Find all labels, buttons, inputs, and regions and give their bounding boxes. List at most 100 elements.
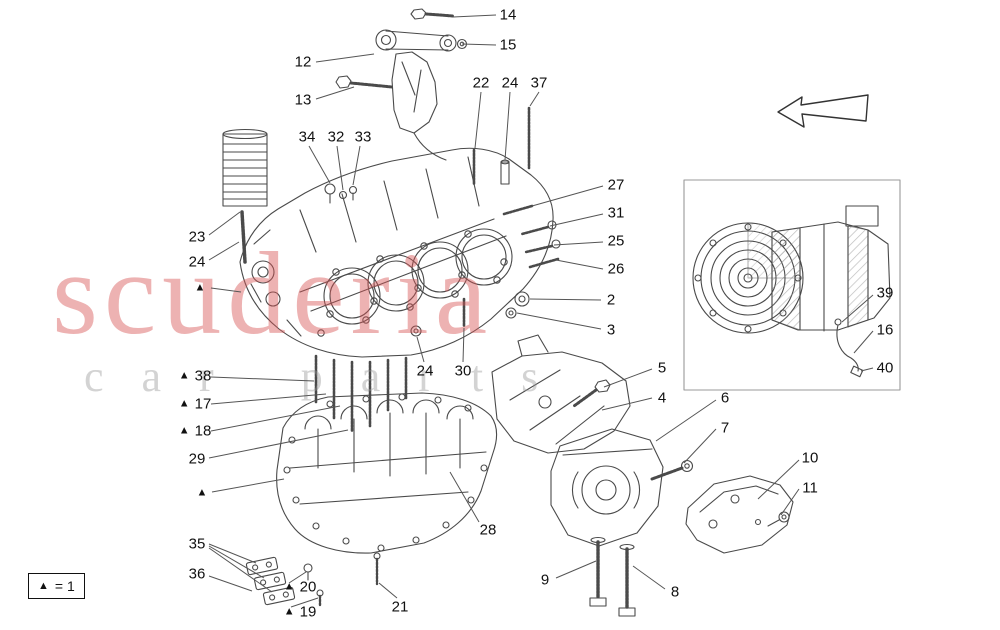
leader-line xyxy=(529,298,602,301)
callout-39: 39 xyxy=(877,286,894,301)
leader-line xyxy=(208,241,240,261)
callout-number: 39 xyxy=(876,284,894,302)
leader-line xyxy=(211,478,285,493)
leader-line xyxy=(208,211,241,236)
callout-number: 24 xyxy=(501,74,519,92)
callout-number: 29 xyxy=(188,450,206,468)
callout-13: 13 xyxy=(295,93,312,108)
callout-16: 16 xyxy=(877,323,894,338)
leader-line xyxy=(308,145,331,184)
triangle-marker-icon: ▲ xyxy=(283,605,295,618)
callout-number: 25 xyxy=(607,232,625,250)
callout-7: 7 xyxy=(721,421,729,436)
legend-triangle-icon: ▲ xyxy=(38,580,49,592)
leader-line xyxy=(632,565,666,590)
callout-number: 24 xyxy=(188,253,206,271)
callout-24: 24 xyxy=(417,364,434,379)
callout-20: ▲20 xyxy=(284,580,317,595)
bolt-head-icon xyxy=(335,75,352,89)
gearbox-inset-box xyxy=(683,179,901,391)
callout-triangle: ▲ xyxy=(197,487,208,499)
leader-line xyxy=(555,560,597,579)
leader-line xyxy=(336,145,344,191)
top-fasteners xyxy=(324,106,531,204)
callout-9: 9 xyxy=(541,573,549,588)
callout-23: 23 xyxy=(189,230,206,245)
callout-number: 7 xyxy=(720,419,730,437)
leader-line xyxy=(290,597,319,608)
callout-11: 11 xyxy=(802,481,818,496)
callout-34: 34 xyxy=(299,130,316,145)
callout-number: 40 xyxy=(876,359,894,377)
leader-line xyxy=(208,547,273,593)
callout-number: 9 xyxy=(540,571,550,589)
triangle-marker-icon: ▲ xyxy=(283,580,295,593)
callout-number: 10 xyxy=(801,449,819,467)
callout-8: 8 xyxy=(671,585,679,600)
small-brackets xyxy=(245,552,381,608)
piston-rings-kit xyxy=(222,128,268,264)
bolt-head-icon xyxy=(410,8,427,20)
mount-bracket-upper xyxy=(491,334,631,454)
triangle-marker-icon: ▲ xyxy=(178,369,190,382)
leader-line xyxy=(461,43,497,46)
callout-number: 28 xyxy=(479,521,497,539)
callout-number: 36 xyxy=(188,565,206,583)
callout-number: 6 xyxy=(720,389,730,407)
leader-line xyxy=(860,367,874,372)
callout-number: 3 xyxy=(606,321,616,339)
callout-27: 27 xyxy=(608,178,625,193)
callout-number: 37 xyxy=(530,74,548,92)
side-fasteners xyxy=(410,204,561,337)
callout-5: 5 xyxy=(658,361,666,376)
leader-line xyxy=(531,185,604,207)
callout-28: 28 xyxy=(480,523,497,538)
gearbox-drawing xyxy=(692,205,891,378)
legend-box: ▲ = 1 xyxy=(28,573,85,599)
legend-text: = 1 xyxy=(54,578,75,594)
callout-number: 2 xyxy=(606,291,616,309)
callout-number: 17 xyxy=(194,395,212,413)
leader-line xyxy=(210,376,315,382)
callout-number: 16 xyxy=(876,321,894,339)
callout-number: 18 xyxy=(194,422,212,440)
leader-line xyxy=(449,471,480,523)
callout-3: 3 xyxy=(607,323,615,338)
callout-35: 35 xyxy=(189,537,206,552)
callout-24: 24 xyxy=(189,255,206,270)
callout-31: 31 xyxy=(608,206,625,221)
callout-number: 35 xyxy=(188,535,206,553)
leader-line xyxy=(603,368,653,388)
callout-number: 30 xyxy=(454,362,472,380)
leader-line xyxy=(601,397,653,411)
callout-number: 13 xyxy=(294,91,312,109)
callout-10: 10 xyxy=(802,451,819,466)
leader-line xyxy=(208,543,257,564)
leader-line xyxy=(655,399,717,442)
callout-number: 38 xyxy=(194,367,212,385)
callout-6: 6 xyxy=(721,391,729,406)
leader-line xyxy=(516,312,602,330)
callout-4: 4 xyxy=(658,391,666,406)
leader-line xyxy=(288,571,307,584)
callout-21: 21 xyxy=(392,600,409,615)
callout-18: ▲18 xyxy=(179,424,212,439)
leader-line xyxy=(841,294,874,323)
callout-12: 12 xyxy=(295,55,312,70)
callout-number: 27 xyxy=(607,176,625,194)
callout-2: 2 xyxy=(607,293,615,308)
callout-number: 4 xyxy=(657,389,667,407)
callout-number: 31 xyxy=(607,204,625,222)
callout-number: 23 xyxy=(188,228,206,246)
callout-19: ▲19 xyxy=(284,605,317,620)
leader-line xyxy=(853,330,874,354)
callout-number: 32 xyxy=(327,128,345,146)
leader-line xyxy=(549,213,604,227)
leader-line xyxy=(208,429,349,459)
callout-number: 34 xyxy=(298,128,316,146)
callout-36: 36 xyxy=(189,567,206,582)
leader-line xyxy=(504,91,511,161)
leader-line xyxy=(757,459,800,500)
